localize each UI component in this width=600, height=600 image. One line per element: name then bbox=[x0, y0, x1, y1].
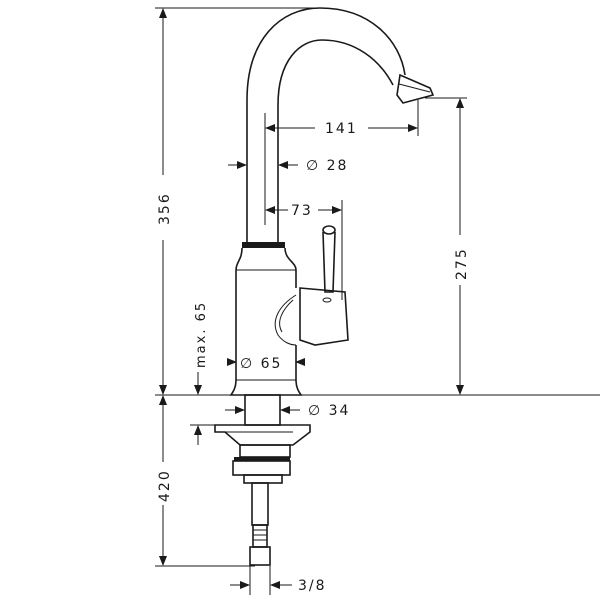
dimension-diameter-28-label: ∅ 28 bbox=[306, 158, 348, 174]
faucet-body bbox=[229, 242, 303, 396]
dimension-hose-length: 420 bbox=[155, 395, 255, 567]
dimension-lever-offset: 73 bbox=[265, 200, 343, 300]
dimension-diameter-65-label: ∅ 65 bbox=[240, 356, 282, 372]
lever-handle bbox=[299, 225, 349, 346]
dimension-total-height: 356 bbox=[155, 7, 320, 395]
dimension-141-label: 141 bbox=[325, 121, 358, 137]
dimension-shank-diameter: ∅ 34 bbox=[225, 403, 350, 419]
dimension-max-deck-thickness: max. 65 bbox=[190, 301, 225, 445]
dimension-spout-reach: 141 bbox=[264, 100, 419, 225]
dimension-420-label: 420 bbox=[157, 469, 173, 502]
dimension-3-8-label: 3/8 bbox=[298, 578, 327, 594]
dimension-73-label: 73 bbox=[291, 203, 313, 219]
dimension-diameter-34-label: ∅ 34 bbox=[308, 403, 350, 419]
dimension-spout-diameter: ∅ 28 bbox=[228, 158, 348, 174]
dimension-275-label: 275 bbox=[454, 247, 470, 280]
dimension-body-diameter: ∅ 65 bbox=[227, 356, 305, 372]
mounting-assembly bbox=[214, 394, 311, 484]
dimension-outlet-height: 275 bbox=[425, 97, 470, 395]
dimension-connection-thread: 3/8 bbox=[230, 566, 327, 595]
dimension-356-label: 356 bbox=[157, 192, 173, 225]
dimension-max-65-label: max. 65 bbox=[194, 301, 209, 368]
supply-hose bbox=[249, 482, 271, 566]
